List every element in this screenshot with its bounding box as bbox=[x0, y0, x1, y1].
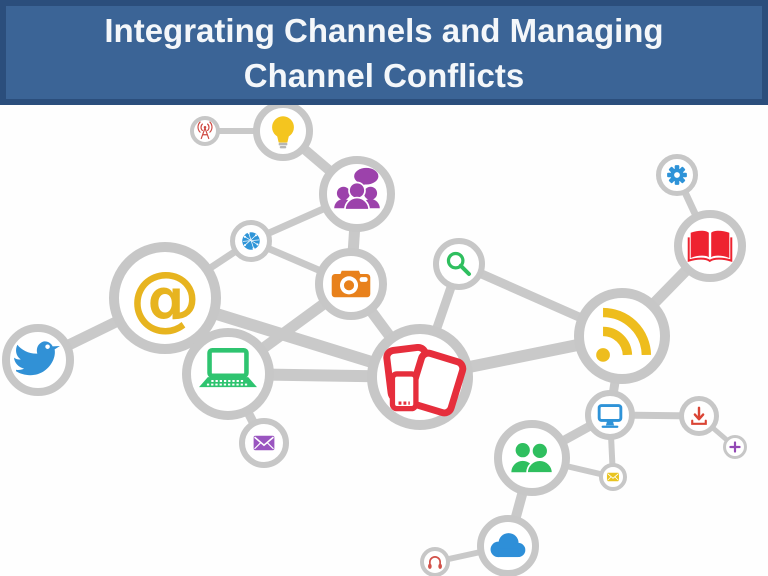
plus-icon bbox=[729, 441, 741, 453]
laptop-icon bbox=[199, 347, 257, 388]
node-plus bbox=[723, 435, 747, 459]
search-icon bbox=[446, 251, 471, 276]
group-discussion-icon bbox=[334, 167, 380, 211]
envelope-icon bbox=[253, 435, 275, 451]
slide-title-banner: Integrating Channels and Managing Channe… bbox=[0, 0, 768, 105]
light-bulb-icon bbox=[272, 116, 294, 149]
slide-title-line-2: Channel Conflicts bbox=[243, 56, 525, 94]
node-download bbox=[679, 396, 719, 436]
node-rss bbox=[574, 288, 670, 384]
download-icon bbox=[691, 406, 707, 425]
open-book-icon bbox=[687, 230, 733, 263]
node-monitor bbox=[585, 390, 635, 440]
cloud-icon bbox=[490, 533, 526, 558]
node-gear bbox=[656, 154, 698, 196]
node-globe bbox=[230, 220, 272, 262]
node-search bbox=[433, 238, 485, 290]
node-cloud bbox=[477, 515, 539, 576]
node-headphones bbox=[420, 547, 450, 576]
node-bulb bbox=[253, 105, 313, 161]
mail-icon bbox=[606, 472, 620, 482]
camera-icon bbox=[331, 270, 371, 298]
node-devices bbox=[367, 324, 473, 430]
node-people-bubble bbox=[319, 156, 395, 232]
node-at: @ bbox=[109, 242, 221, 354]
gear-icon bbox=[667, 165, 687, 185]
users-icon bbox=[511, 442, 554, 474]
rss-feed-icon bbox=[596, 307, 652, 362]
node-envelope bbox=[239, 418, 289, 468]
headphones-icon bbox=[428, 556, 442, 569]
node-twitter bbox=[2, 324, 74, 396]
node-laptop bbox=[182, 328, 274, 420]
node-camera bbox=[315, 248, 387, 320]
mobile-devices-icon bbox=[383, 343, 467, 417]
node-people bbox=[494, 420, 570, 496]
network-globe-icon bbox=[242, 231, 260, 250]
broadcast-antenna-icon bbox=[197, 121, 213, 140]
node-broadcast bbox=[190, 116, 220, 146]
node-book bbox=[674, 210, 746, 282]
channel-network-diagram: @ bbox=[2, 105, 747, 576]
twitter-bird-icon bbox=[14, 341, 60, 376]
at-sign-icon: @ bbox=[130, 256, 201, 339]
desktop-monitor-icon bbox=[597, 404, 623, 428]
slide-title-line-1: Integrating Channels and Managing bbox=[104, 11, 664, 49]
node-email bbox=[599, 463, 627, 491]
